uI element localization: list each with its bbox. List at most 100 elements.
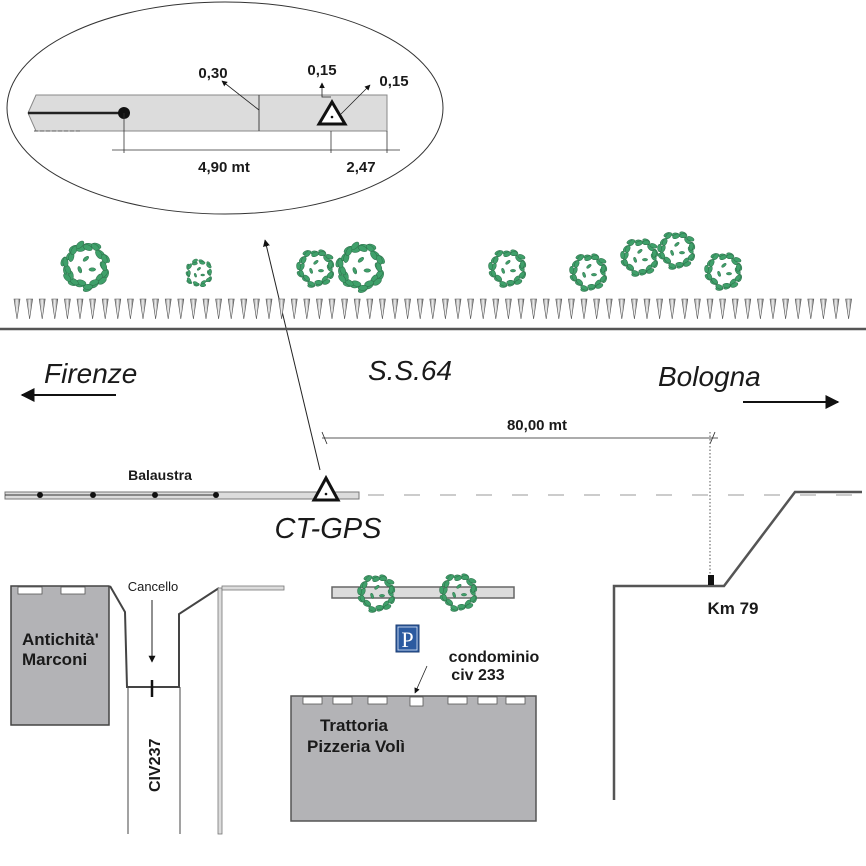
parking-icon: P: [401, 627, 413, 652]
inset-dim-end: 2,47: [346, 159, 375, 176]
railing-post: [90, 492, 96, 498]
dimension-tick: [709, 431, 716, 445]
fence-spike: [379, 298, 386, 320]
bush-icon: [488, 249, 527, 288]
building-antichita-line1: Antichità': [22, 630, 99, 649]
fence-spike: [643, 298, 651, 320]
wall-vertical: [217, 587, 223, 835]
inset-offset-top-arrow: [319, 82, 331, 98]
gps-station-label: CT-GPS: [275, 513, 383, 545]
fence-spike: [89, 298, 96, 320]
fence-spike: [794, 298, 802, 320]
inset-station-icon: [316, 99, 348, 126]
fence-spike: [694, 298, 701, 320]
fence-spikes: [13, 298, 852, 320]
km-label: Km 79: [707, 599, 758, 618]
fence-spike: [757, 298, 764, 320]
fence-spike: [580, 298, 588, 320]
building-entrance: [60, 586, 86, 595]
bush-icon: [335, 241, 385, 293]
fence-spike: [227, 298, 235, 320]
driveway-outline: [109, 585, 220, 688]
building-entrance: [367, 696, 388, 705]
inset-dim-offset-top: 0,15: [307, 62, 336, 79]
fence-spike: [290, 298, 298, 320]
fence-spike: [164, 298, 172, 320]
fence-spike: [731, 298, 739, 320]
fence-spike: [26, 298, 33, 320]
condo-label-line1: condominio: [449, 649, 540, 666]
fence-spike: [618, 298, 626, 320]
bush-icon: [60, 240, 110, 292]
fence-spike: [114, 298, 122, 320]
fence-spike: [542, 298, 550, 320]
parking-sign-border: [397, 626, 418, 651]
gps-station-icon[interactable]: [311, 474, 341, 502]
building-antichita-line2: Marconi: [22, 650, 87, 669]
building-entrance: [17, 586, 43, 595]
wall-horizontal: [221, 585, 285, 591]
fence-spike: [215, 298, 222, 320]
fence-spike: [429, 298, 437, 320]
fence-spike: [820, 298, 827, 320]
gate-label: Cancello: [128, 579, 179, 594]
fence-spike: [807, 298, 815, 320]
fence-spike: [101, 298, 109, 320]
building-antichita: [10, 585, 110, 726]
direction-firenze: Firenze: [44, 358, 137, 389]
fence-spike: [555, 298, 563, 320]
fence-spike: [341, 298, 348, 320]
building-entrance: [447, 696, 468, 705]
railing-label: Balaustra: [128, 467, 192, 483]
inset-dim-offset-side: 0,15: [379, 73, 408, 90]
fence-spike: [303, 298, 311, 320]
parking-sign[interactable]: P: [395, 624, 420, 653]
planter-bushes: [357, 573, 478, 613]
railing-post: [152, 492, 158, 498]
fence-spike: [177, 298, 185, 320]
building-entrance: [332, 696, 353, 705]
fence-spike: [13, 298, 21, 320]
condo-label-line2: civ 233: [451, 667, 504, 684]
fence-spike: [38, 298, 46, 320]
fence-spike: [467, 298, 474, 320]
inset-station-dot: [330, 115, 334, 119]
bush-icon: [357, 574, 396, 613]
inset-width-arrow: [221, 80, 260, 111]
condo-arrow: [414, 665, 428, 694]
street-number-civ237: CIV237: [147, 739, 164, 792]
detail-inset: 4,90 mt 2,47 0,30 0,15 0,15: [6, 1, 444, 215]
fence-spike: [328, 298, 336, 320]
bush-icon: [704, 252, 743, 291]
curb-right: [612, 490, 862, 800]
direction-bologna: Bologna: [658, 361, 761, 392]
building-entrance: [477, 696, 498, 705]
fence-spike: [593, 298, 600, 320]
fence-spike: [316, 298, 323, 320]
fence-spike: [719, 298, 726, 320]
fence-spike: [64, 298, 71, 320]
distance-label: 80,00 mt: [507, 417, 567, 434]
building-entrance: [505, 696, 526, 705]
fence-spike: [845, 298, 852, 320]
fence-spike: [479, 298, 487, 320]
bush-icon: [569, 253, 608, 292]
road-name: S.S.64: [368, 355, 452, 386]
fence-spike: [416, 298, 424, 320]
fence-spike: [631, 298, 638, 320]
fence-spike: [656, 298, 663, 320]
fence-spike: [253, 298, 260, 320]
bush-icon: [439, 573, 478, 612]
fence-spike: [139, 298, 147, 320]
fence-spike: [391, 298, 399, 320]
fence-spike: [744, 298, 752, 320]
condo-entrance: [409, 696, 424, 707]
restaurant-label-line1: Trattoria: [320, 716, 389, 735]
fence-spike: [76, 298, 84, 320]
km-marker-post[interactable]: [708, 575, 714, 585]
fence-spike: [265, 298, 273, 320]
fence-spike: [505, 298, 512, 320]
inset-leader-arrow: [263, 239, 321, 471]
restaurant-label-line2: Pizzeria Volì: [307, 737, 405, 756]
